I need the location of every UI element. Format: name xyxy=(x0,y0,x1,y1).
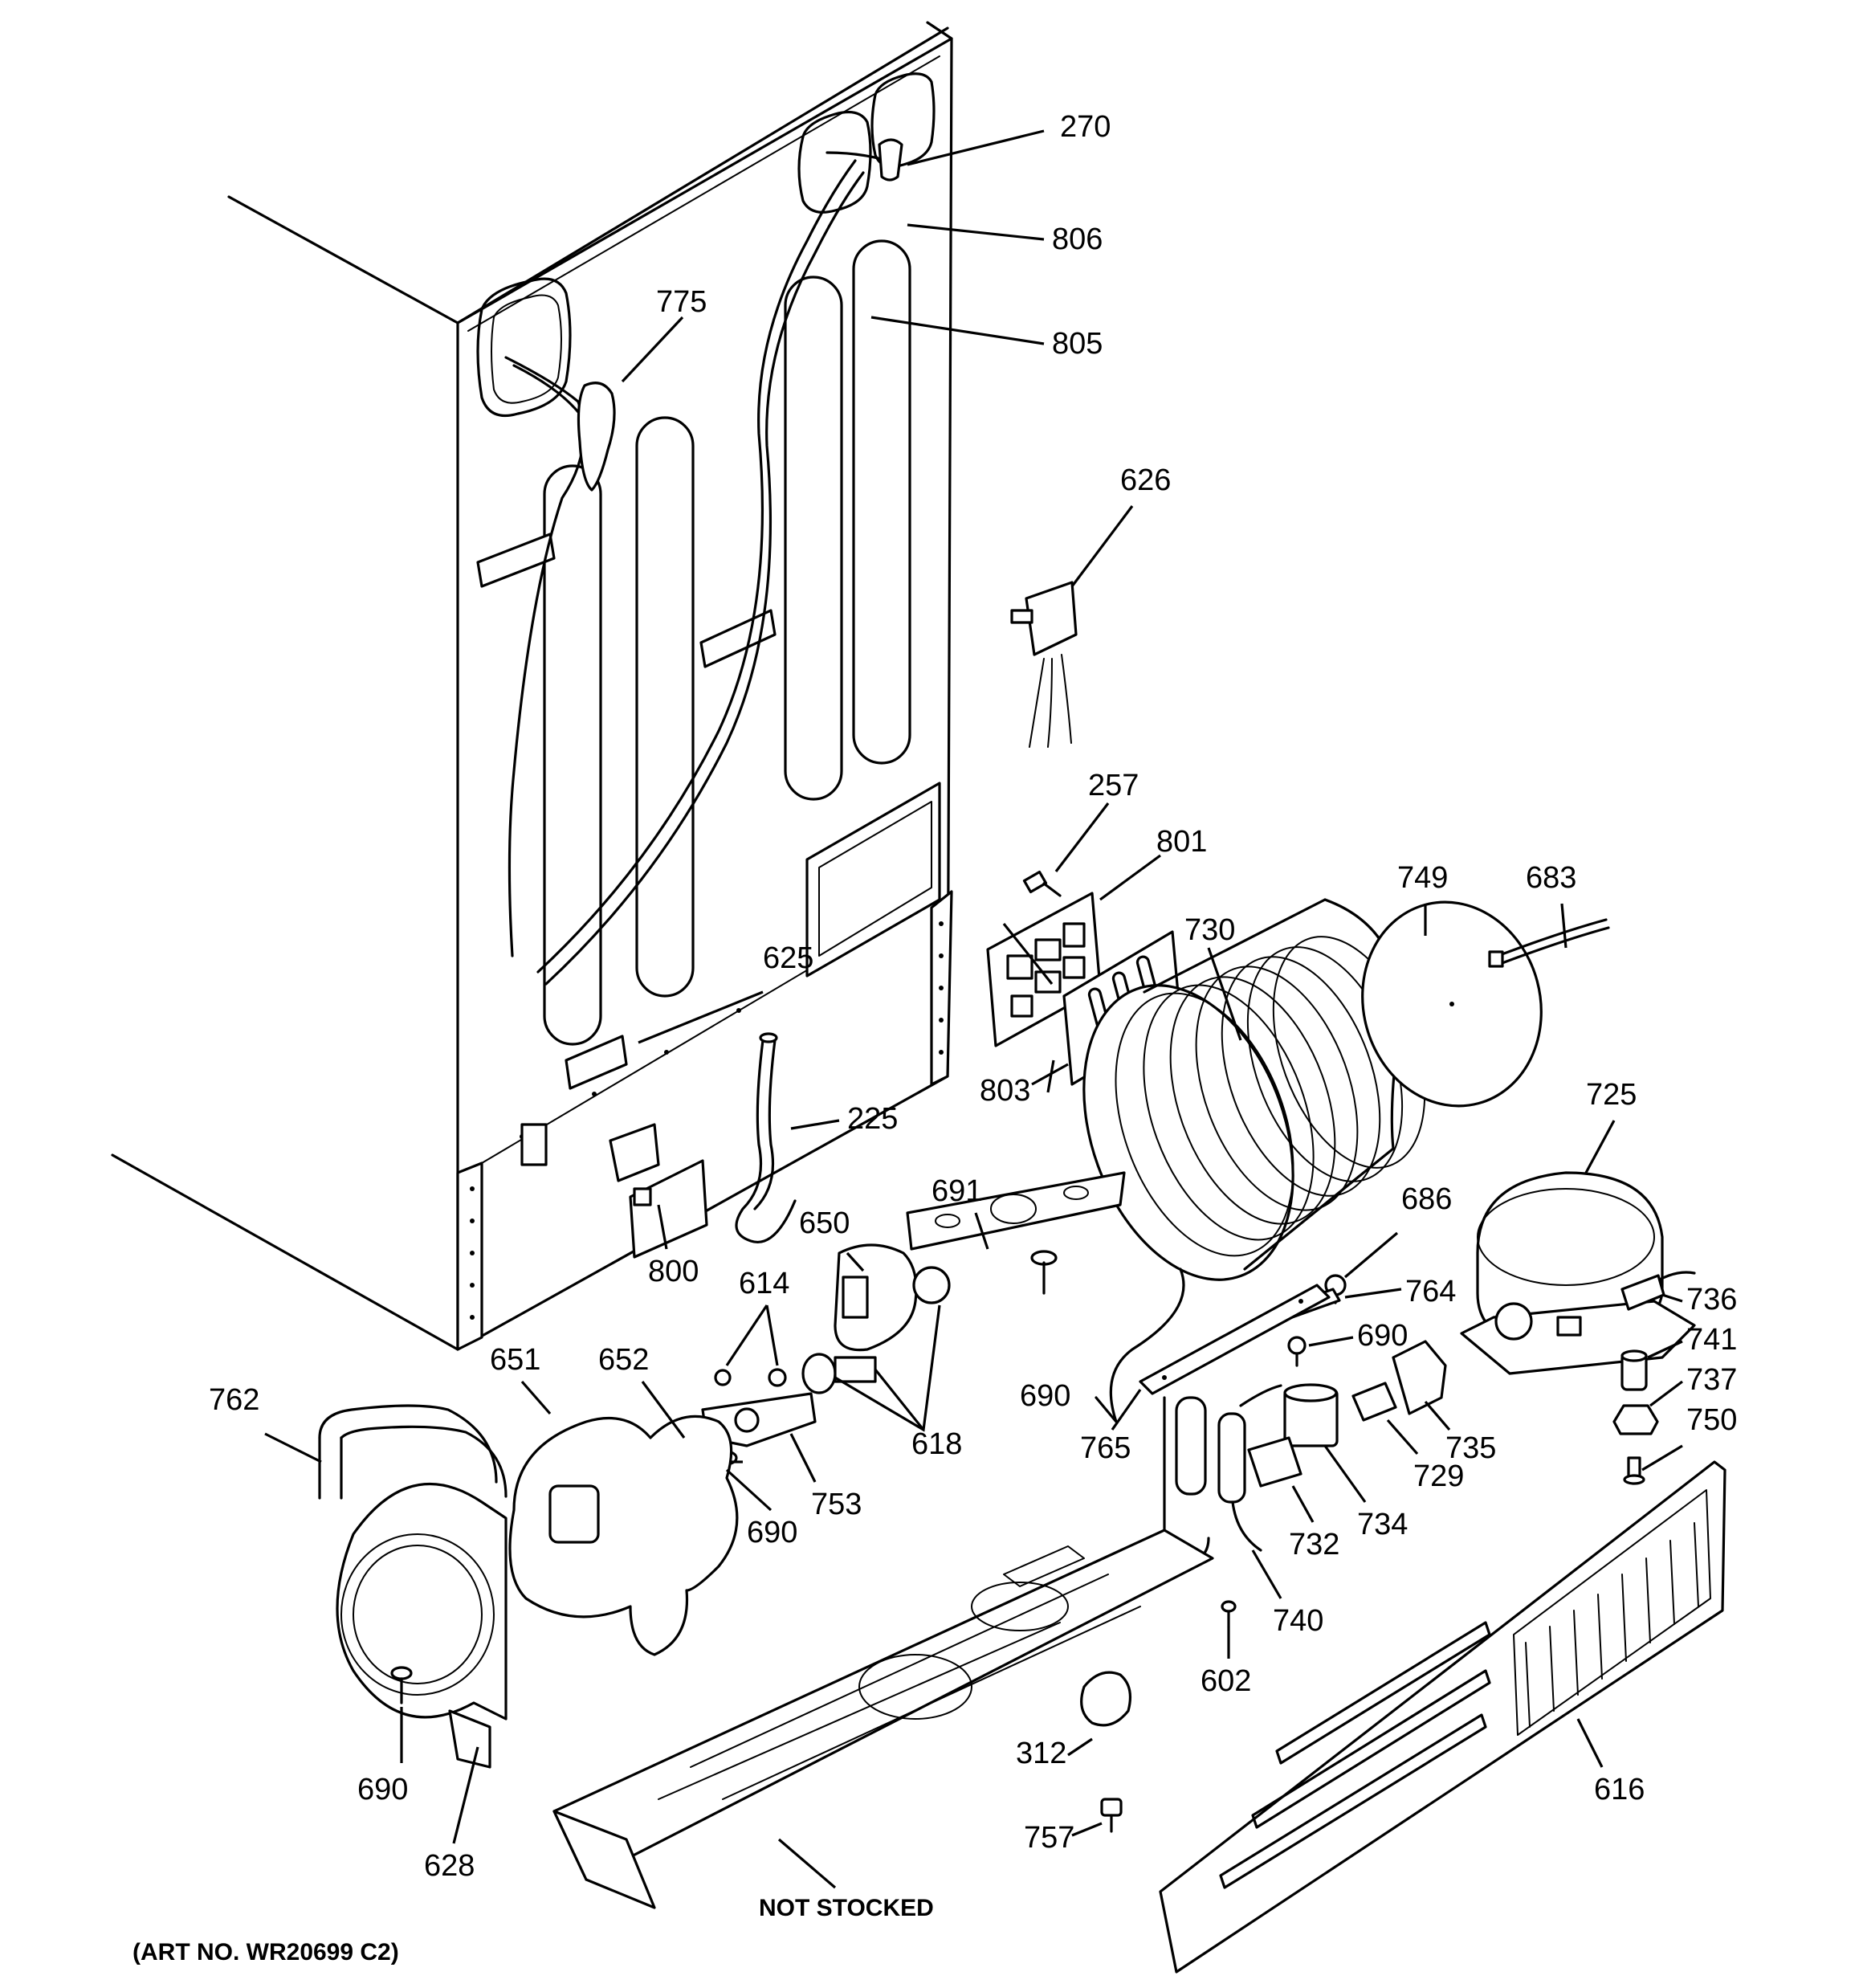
part-628-fan-shroud xyxy=(336,1483,508,1769)
part-757-screw xyxy=(1100,1798,1123,1833)
callout-734: 734 xyxy=(1357,1508,1408,1541)
part-740-drier-tubes xyxy=(1163,1384,1282,1565)
callout-628: 628 xyxy=(424,1849,475,1883)
part-729-capacitor xyxy=(1351,1382,1397,1422)
callout-732: 732 xyxy=(1289,1528,1339,1561)
callout-800: 800 xyxy=(648,1255,699,1288)
callout-730: 730 xyxy=(1184,913,1235,947)
part-690-screw-b xyxy=(1030,1250,1058,1295)
art-number: (ART NO. WR20699 C2) xyxy=(132,1939,399,1966)
callout-736: 736 xyxy=(1686,1283,1737,1316)
part-741-overload xyxy=(1620,1349,1648,1391)
callout-618: 618 xyxy=(911,1427,962,1461)
callout-650: 650 xyxy=(799,1206,850,1240)
part-730-condenser-coil xyxy=(1082,898,1426,1423)
callout-626: 626 xyxy=(1120,463,1171,497)
leader-lines xyxy=(264,129,1683,1889)
part-732-insulation xyxy=(1247,1436,1302,1488)
part-691-fan-bracket xyxy=(906,1171,1126,1251)
part-690-screw-d xyxy=(390,1666,413,1704)
callout-764: 764 xyxy=(1405,1275,1456,1308)
part-626-power-cord-connector xyxy=(1010,581,1078,748)
callout-735: 735 xyxy=(1445,1431,1496,1465)
callout-labels: 270 806 805 775 626 257 801 749 683 730 … xyxy=(209,110,1737,1883)
callout-686: 686 xyxy=(1401,1182,1452,1216)
callout-652: 652 xyxy=(598,1343,649,1377)
part-734-dryer-box xyxy=(1283,1383,1339,1447)
refrigerator-cabinet xyxy=(111,21,953,1351)
callout-750: 750 xyxy=(1686,1403,1737,1437)
callout-690-c: 690 xyxy=(747,1516,797,1549)
part-257-thermistor xyxy=(1022,870,1062,897)
callout-690-a: 690 xyxy=(1357,1319,1408,1353)
callout-729: 729 xyxy=(1413,1459,1464,1493)
part-690-screw-a xyxy=(1287,1336,1307,1367)
part-725-compressor xyxy=(1460,1171,1696,1375)
not-stocked-note: NOT STOCKED xyxy=(759,1895,934,1921)
callout-725: 725 xyxy=(1586,1078,1637,1112)
callout-651: 651 xyxy=(490,1343,540,1377)
part-801-control-board xyxy=(986,892,1102,1047)
part-762-tube xyxy=(318,1404,508,1500)
callout-225: 225 xyxy=(847,1102,898,1136)
callout-757: 757 xyxy=(1024,1821,1074,1855)
part-602-screw xyxy=(1221,1600,1237,1628)
callout-257: 257 xyxy=(1088,769,1139,802)
callout-625: 625 xyxy=(763,941,813,975)
part-616-access-grille xyxy=(1159,1460,1726,1974)
callout-749: 749 xyxy=(1397,861,1448,895)
callout-801: 801 xyxy=(1156,825,1207,859)
part-225-drain-tube xyxy=(735,1032,797,1243)
callout-762: 762 xyxy=(209,1383,259,1417)
callout-741: 741 xyxy=(1686,1323,1737,1357)
callout-740: 740 xyxy=(1273,1604,1323,1638)
callout-690-b: 690 xyxy=(1020,1379,1070,1413)
callout-753: 753 xyxy=(811,1488,862,1521)
machine-compartment-base xyxy=(552,1529,1214,1909)
part-737-grommet xyxy=(1612,1404,1659,1435)
part-800-bracket xyxy=(609,1123,708,1259)
callout-775: 775 xyxy=(656,285,707,319)
part-683-cable-tie xyxy=(1488,918,1610,968)
callout-614: 614 xyxy=(739,1267,789,1300)
callout-803: 803 xyxy=(980,1074,1030,1108)
callout-765: 765 xyxy=(1080,1431,1131,1465)
part-749-cover-disc xyxy=(1361,900,1543,1108)
callout-270: 270 xyxy=(1060,110,1111,144)
callout-683: 683 xyxy=(1526,861,1576,895)
callout-805: 805 xyxy=(1052,327,1103,361)
part-765-condenser-bracket xyxy=(1139,1284,1331,1395)
part-651-fan-blade xyxy=(508,1414,739,1656)
part-312-fitting xyxy=(1080,1671,1131,1727)
part-750-sleeve xyxy=(1623,1456,1645,1485)
part-618-motor-mount xyxy=(801,1353,877,1394)
part-650-fan-motor xyxy=(834,1243,951,1352)
part-614-grommets xyxy=(714,1368,787,1387)
part-735-start-device xyxy=(1392,1340,1447,1415)
callout-690-d: 690 xyxy=(357,1773,408,1806)
callout-602: 602 xyxy=(1201,1664,1251,1698)
callout-737: 737 xyxy=(1686,1363,1737,1397)
part-753-motor-bracket xyxy=(701,1392,817,1447)
callout-691: 691 xyxy=(932,1174,982,1208)
callout-616: 616 xyxy=(1594,1773,1645,1806)
callout-806: 806 xyxy=(1052,222,1103,256)
callout-312: 312 xyxy=(1016,1737,1066,1770)
